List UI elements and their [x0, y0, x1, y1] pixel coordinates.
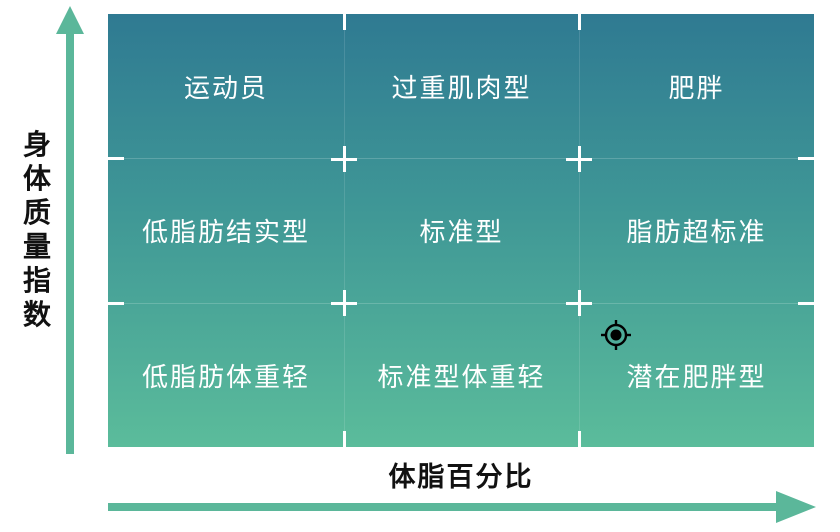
- tick-right-2: [798, 302, 814, 305]
- tick-right-1: [798, 157, 814, 160]
- x-axis-arrow: [108, 491, 816, 523]
- tick-left-2: [108, 302, 124, 305]
- grid-line-v2: [579, 14, 580, 447]
- grid-line-h2: [108, 303, 814, 304]
- tick-bottom-2: [578, 431, 581, 447]
- crosshair-target-icon: [601, 320, 631, 350]
- cell-fat-over-standard: 脂肪超标准: [626, 218, 767, 248]
- cell-overweight-muscular: 过重肌肉型: [391, 73, 532, 104]
- x-axis-label: 体脂百分比: [388, 462, 534, 493]
- tick-top-1: [343, 14, 346, 30]
- grid-line-v1: [344, 14, 345, 447]
- y-axis-label: 身体质量指数: [22, 128, 51, 331]
- tick-bottom-1: [343, 431, 346, 447]
- cell-athlete: 运动员: [183, 73, 268, 104]
- plus-intersection-3: [331, 290, 357, 316]
- tick-left-1: [108, 157, 124, 160]
- cell-low-fat-solid: 低脂肪结实型: [141, 218, 310, 248]
- classification-grid: 运动员 过重肌肉型 肥胖 低脂肪结实型 标准型 脂肪超标准 低脂肪体重轻 标准型…: [108, 14, 814, 447]
- tick-top-2: [578, 14, 581, 30]
- plus-intersection-4: [566, 290, 592, 316]
- cell-low-fat-light: 低脂肪体重轻: [141, 362, 310, 393]
- plus-intersection-2: [566, 146, 592, 172]
- cell-standard-light: 标准型体重轻: [377, 362, 546, 393]
- plus-intersection-1: [331, 146, 357, 172]
- cell-standard: 标准型: [419, 218, 504, 248]
- cell-latent-obese: 潜在肥胖型: [626, 362, 767, 393]
- grid-line-h1: [108, 158, 814, 159]
- cell-obese: 肥胖: [668, 73, 725, 104]
- y-axis-arrow: [56, 6, 84, 454]
